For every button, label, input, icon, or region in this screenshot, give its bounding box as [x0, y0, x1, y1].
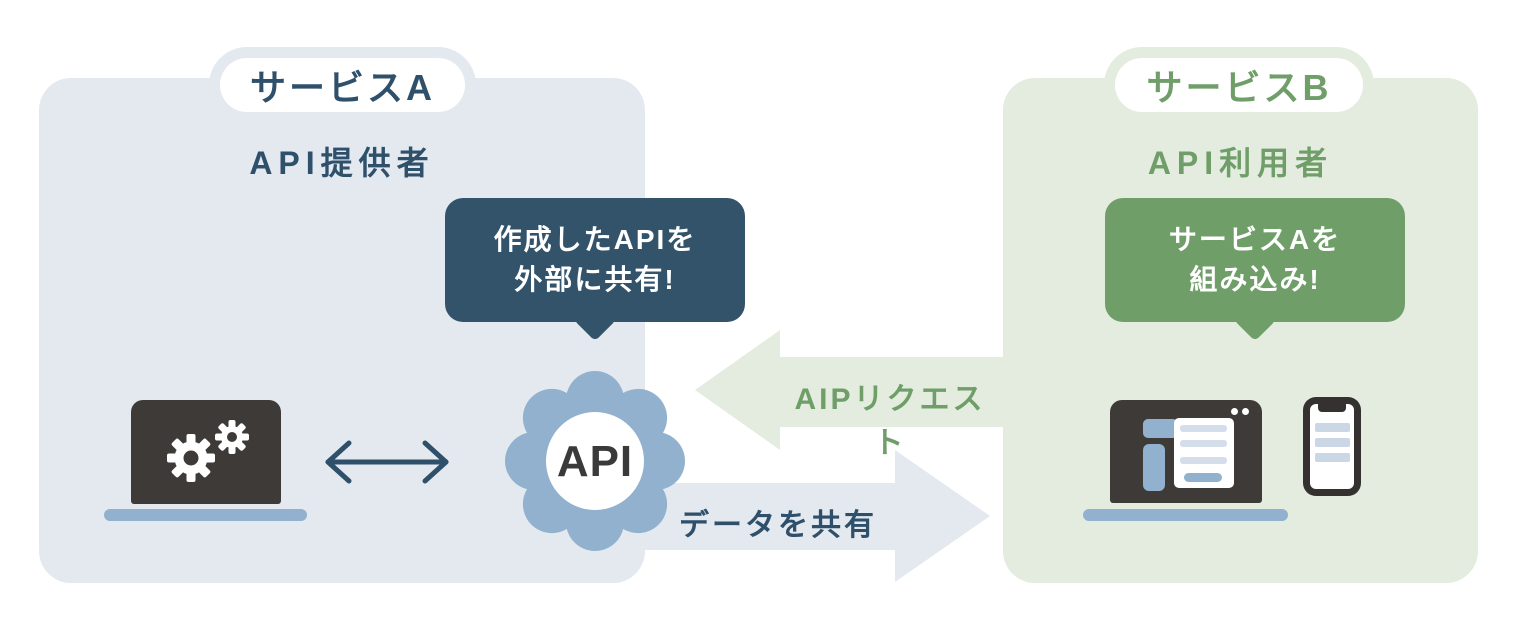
laptop-a-base	[104, 509, 307, 521]
bubble-a-line1: 作成したAPIを	[493, 224, 697, 255]
api-provider-label: API提供者	[249, 145, 435, 181]
gear-small-icon	[215, 420, 249, 454]
button-placeholder	[1184, 473, 1222, 482]
browser-header-bar	[1143, 419, 1178, 438]
text-line-placeholder	[1180, 440, 1227, 447]
text-line-placeholder	[1315, 423, 1350, 432]
browser-content-card	[1174, 418, 1234, 488]
browser-sidebar-bar	[1143, 444, 1165, 491]
api-request-label: AIPリクエスト	[794, 383, 986, 460]
bubble-a-line2: 外部に共有!	[514, 264, 676, 295]
service-b-badge-label: サービスB	[1146, 67, 1332, 108]
service-b-badge: サービスB	[1115, 58, 1363, 112]
laptop-gears-icon	[104, 400, 307, 521]
service-a-badge-label: サービスA	[250, 67, 435, 108]
text-line-placeholder	[1180, 457, 1227, 464]
window-dot-icon	[1231, 408, 1238, 415]
gear-large-icon	[167, 434, 215, 482]
service-b-speech-bubble: サービスAを 組み込み!	[1105, 198, 1405, 322]
api-gear-icon: API	[505, 370, 685, 557]
text-line-placeholder	[1315, 438, 1350, 447]
bubble-b-line2: 組み込み!	[1189, 264, 1321, 295]
api-request-arrow-icon	[695, 330, 1005, 455]
service-a-speech-bubble: 作成したAPIを 外部に共有!	[445, 198, 745, 322]
smartphone-icon	[1303, 397, 1361, 496]
data-share-arrow-icon	[640, 450, 990, 587]
window-dot-icon	[1242, 408, 1249, 415]
service-a-badge: サービスA	[220, 58, 465, 112]
data-share-label: データを共有	[679, 509, 877, 542]
text-line-placeholder	[1315, 453, 1350, 462]
laptop-a-screen	[131, 400, 281, 504]
laptop-b-base	[1083, 509, 1288, 521]
text-line-placeholder	[1180, 425, 1227, 432]
api-gear-label: API	[557, 437, 633, 486]
smartphone-screen	[1310, 404, 1354, 489]
double-arrow-icon	[318, 439, 456, 490]
bubble-b-line1: サービスAを	[1168, 224, 1342, 255]
api-user-label: API利用者	[1147, 145, 1334, 181]
laptop-b-screen	[1110, 400, 1262, 503]
smartphone-notch	[1318, 404, 1346, 412]
laptop-browser-icon	[1083, 400, 1288, 521]
